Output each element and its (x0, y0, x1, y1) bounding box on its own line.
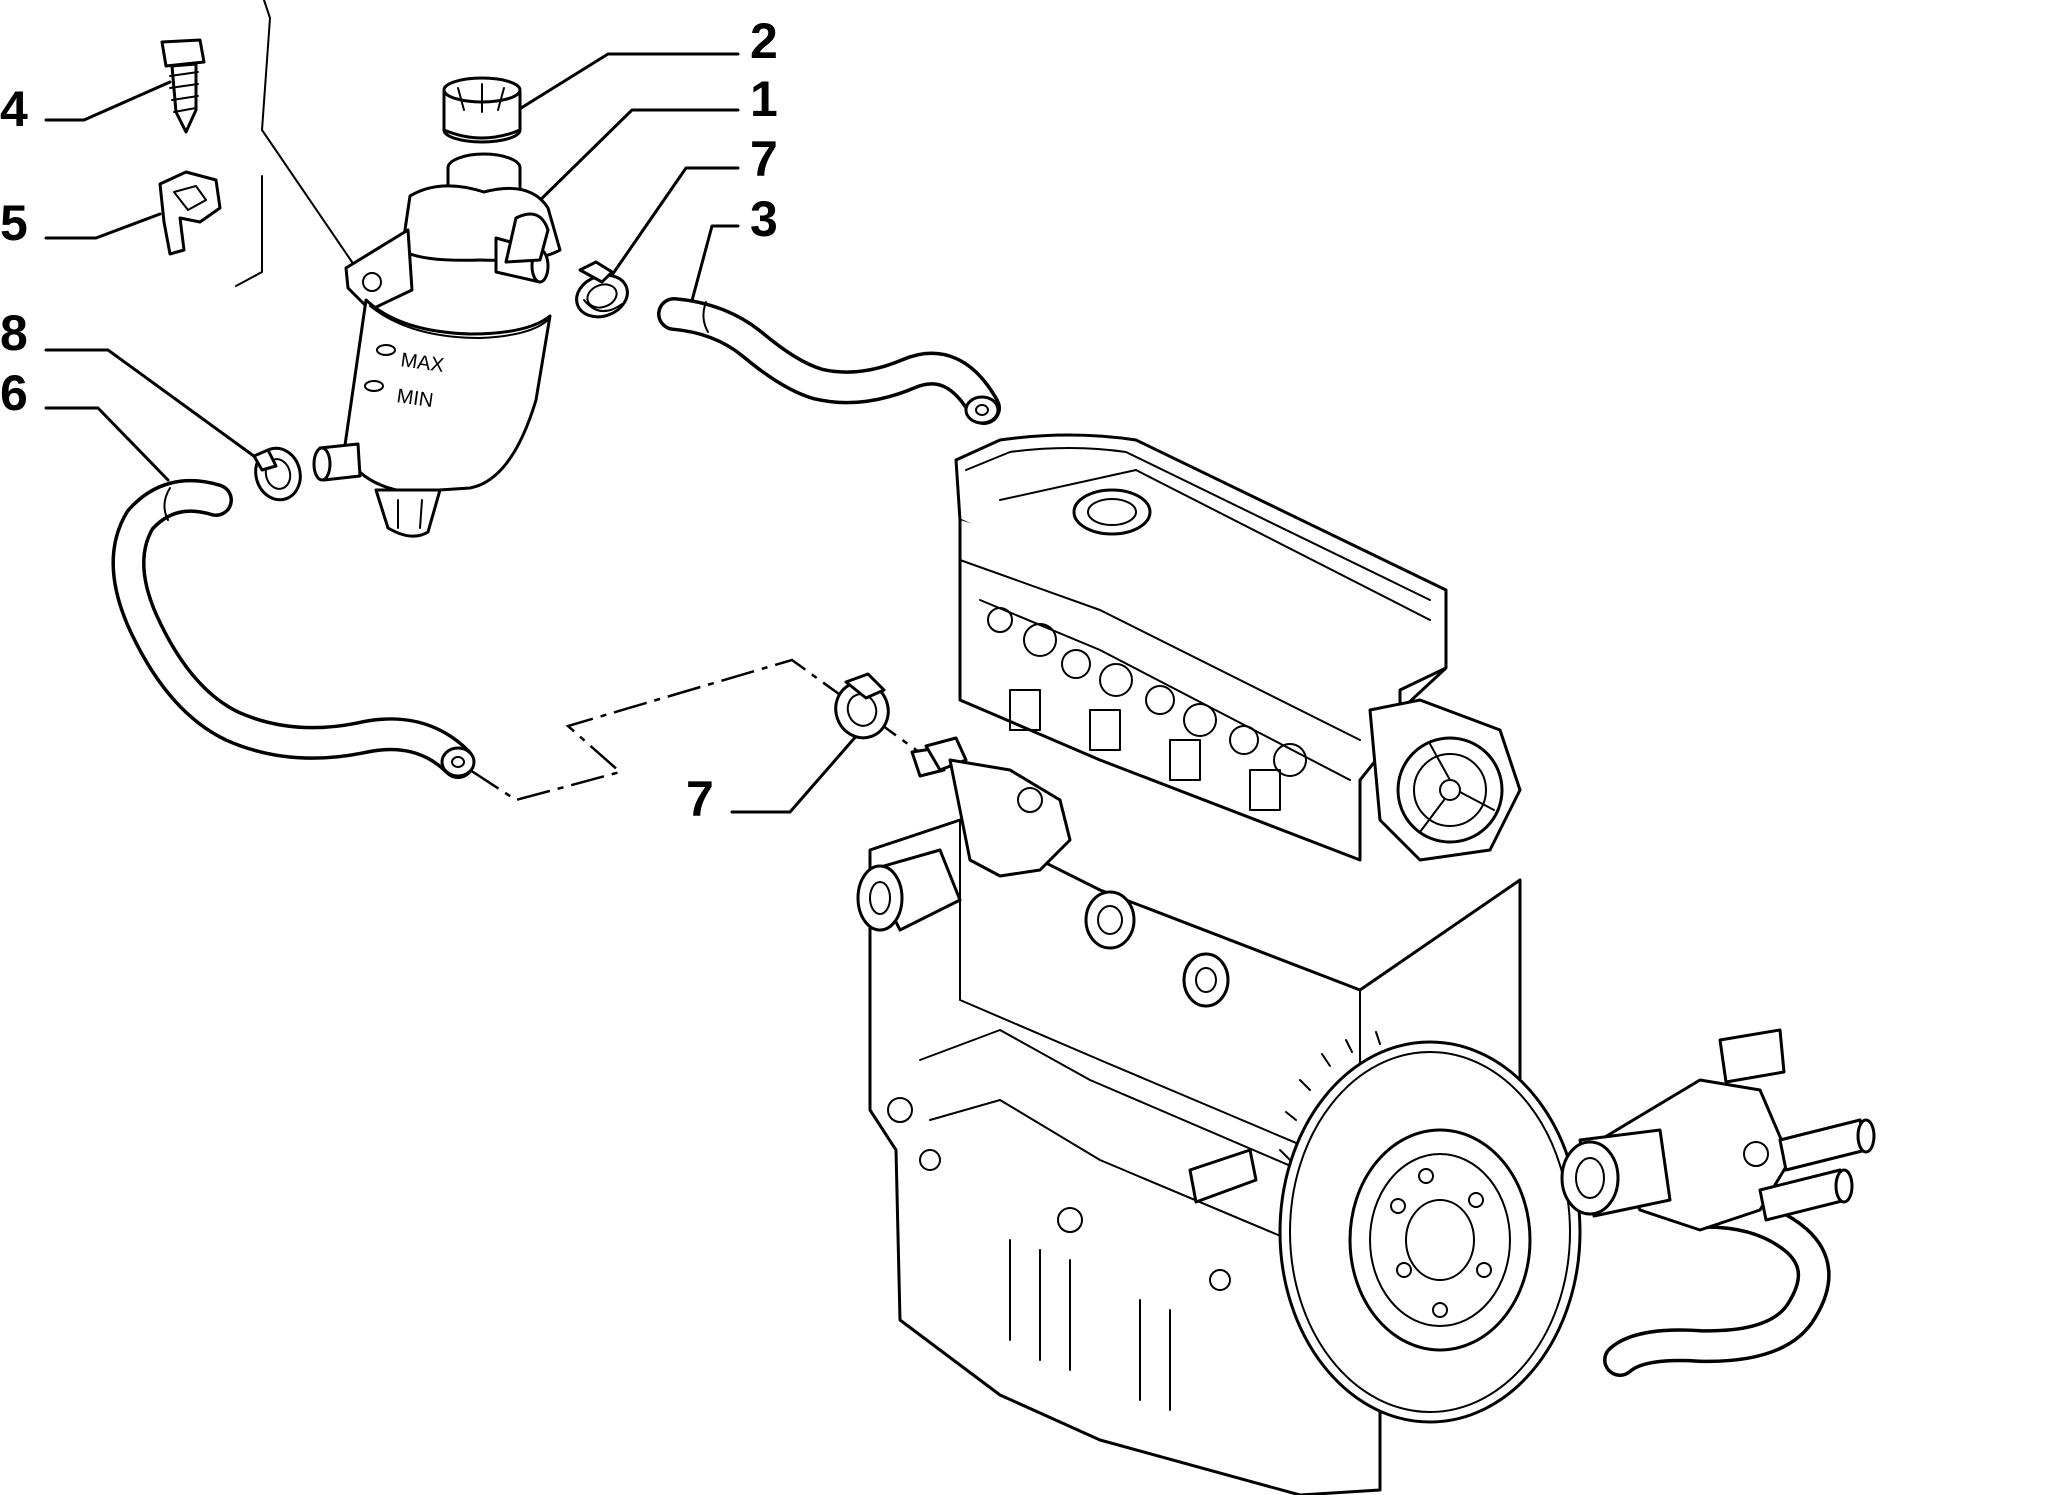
connection-dash-line (469, 658, 931, 802)
callout-7-bottom: 7 (686, 771, 714, 827)
tank-cap-part-2 (442, 76, 522, 144)
leader-5 (44, 212, 162, 240)
engine-block (856, 433, 1876, 1495)
clip-part-5 (158, 170, 222, 256)
hose-clamp-part-8 (252, 446, 302, 502)
expansion-tank-part-1: MAX MIN (312, 152, 562, 538)
block-details (887, 890, 1353, 1411)
callout-3: 3 (750, 191, 778, 247)
callout-8: 8 (0, 305, 28, 361)
mount-leader-lower (235, 175, 263, 287)
callout-5: 5 (0, 195, 28, 251)
hose-part-6 (111, 478, 476, 779)
leader-8 (44, 348, 264, 464)
callout-4: 4 (0, 81, 28, 137)
thermostat-housing (1560, 1028, 1876, 1377)
callout-1: 1 (750, 71, 778, 127)
mount-leader (261, 0, 353, 263)
screw-part-4 (160, 38, 206, 134)
leader-3 (688, 224, 740, 310)
leader-4 (44, 80, 172, 122)
head-details (987, 607, 1307, 811)
tank-min-mark: MIN (395, 385, 434, 412)
vacuum-pump (1368, 698, 1522, 862)
leader-1 (526, 108, 740, 214)
hose-clamp-part-7-bottom (834, 672, 946, 778)
hose-part-3 (657, 297, 1001, 425)
leader-2 (503, 52, 740, 120)
callout-labels: 2 1 7 3 4 5 8 6 7 (0, 13, 778, 827)
leader-7-top (608, 166, 740, 280)
leader-lines (44, 0, 860, 814)
hose-clamp-part-7-top (575, 260, 629, 319)
callout-7-top: 7 (750, 131, 778, 187)
callout-6: 6 (0, 365, 28, 421)
leader-7-bottom (730, 732, 860, 814)
leader-6 (44, 406, 170, 482)
flywheel (1278, 1031, 1582, 1424)
callout-2: 2 (750, 13, 778, 69)
coolant-inlet-fitting (856, 736, 1072, 932)
